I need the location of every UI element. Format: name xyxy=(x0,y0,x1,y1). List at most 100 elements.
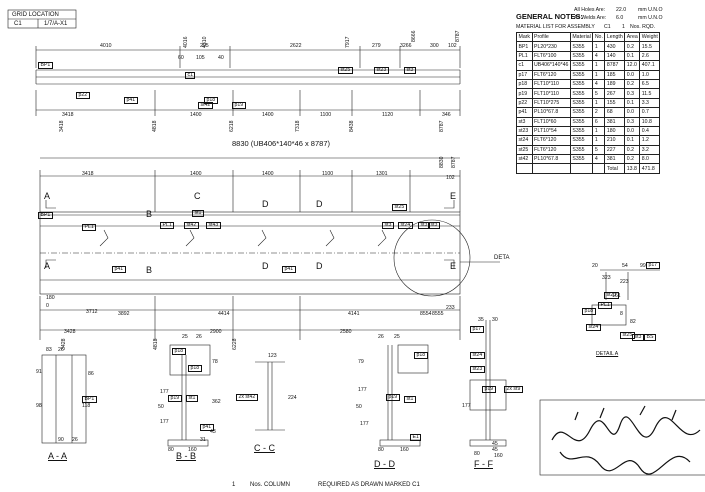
section-letter: D xyxy=(262,199,269,209)
part-mark: st1 xyxy=(186,395,198,403)
material-cell: Mark xyxy=(516,31,533,43)
material-cell: 12.0 xyxy=(624,60,641,71)
dim-label: 161 xyxy=(612,293,621,299)
dim-label: 1400 xyxy=(262,171,274,177)
dim-label: 2900 xyxy=(210,329,222,335)
welds-unit: mm U.N.O xyxy=(638,15,663,21)
material-cell: Profile xyxy=(531,31,571,43)
dim-label: 99 xyxy=(640,263,646,269)
material-cell: p41 xyxy=(516,107,533,118)
part-mark: st23 xyxy=(374,67,389,75)
material-cell: 0.2 xyxy=(624,144,641,156)
material-cell: 1 xyxy=(592,97,606,109)
dim-label: 31 xyxy=(200,437,206,443)
dim-label: 1400 xyxy=(190,171,202,177)
material-cell: 0.4 xyxy=(639,125,661,137)
part-mark: st42 xyxy=(184,222,199,230)
dim-label-vertical: 8787 xyxy=(439,120,445,132)
material-cell: 1 xyxy=(592,41,606,52)
material-cell: p22 xyxy=(516,97,533,109)
material-cell: FLT10*110 xyxy=(531,88,571,99)
part-mark: st25 xyxy=(620,332,635,340)
material-cell: S355 xyxy=(569,41,594,52)
dim-label-vertical: 8787 xyxy=(455,30,461,42)
dim-label: 20 xyxy=(592,263,598,269)
dim-label: 50 xyxy=(158,404,164,410)
dim-label: 323 xyxy=(602,275,611,281)
part-mark: p41 xyxy=(200,424,214,432)
part-mark: BP1 xyxy=(82,396,97,404)
section-aa-title: A - A xyxy=(48,451,68,461)
part-mark: st23 xyxy=(604,292,619,300)
material-cell: 407.1 xyxy=(639,60,661,71)
dim-label: 160 xyxy=(494,453,503,459)
material-cell: 430 xyxy=(604,41,626,52)
material-cell: S355 xyxy=(569,144,594,156)
section-letter: D xyxy=(316,261,323,271)
dim-label: 1301 xyxy=(376,171,388,177)
dim-label: 79 xyxy=(358,359,364,365)
material-cell xyxy=(592,163,606,174)
dim-label: 80 xyxy=(474,451,480,457)
detail-a-title: DETAIL A xyxy=(596,351,619,357)
section-cc-title: C - C xyxy=(254,443,275,453)
dim-label-vertical: 7318 xyxy=(295,120,301,132)
dim-label: 3418 xyxy=(62,112,74,118)
dim-label: 223 xyxy=(620,279,629,285)
part-mark: st24 xyxy=(586,324,601,332)
dim-label-vertical: 8666 xyxy=(411,30,417,42)
dim-label: 86 xyxy=(88,371,94,377)
material-cell: 4 xyxy=(592,78,606,90)
dim-label: 26 xyxy=(58,347,64,353)
dim-label: 80 xyxy=(168,447,174,453)
dim-label: 80 xyxy=(378,447,384,453)
material-cell: 10.8 xyxy=(639,116,661,127)
material-cell: S355 xyxy=(569,50,594,62)
dim-label-vertical: 4818 xyxy=(152,120,158,132)
part-mark: st3 xyxy=(382,222,394,230)
dim-label-vertical: 3418 xyxy=(59,120,65,132)
material-cell: 210 xyxy=(604,135,626,146)
material-cell: 0.0 xyxy=(624,107,641,118)
dim-label: 180 xyxy=(46,295,55,301)
material-cell: st25 xyxy=(516,144,533,156)
part-mark: st3 xyxy=(428,222,440,230)
dim-label: 3892 xyxy=(118,311,130,317)
part-mark: st43 xyxy=(206,222,221,230)
material-cell: S355 xyxy=(569,154,594,165)
dim-label: 279 xyxy=(372,43,381,49)
material-cell: 3.2 xyxy=(639,144,661,156)
material-cell: 140 xyxy=(604,50,626,62)
part-mark: st1 xyxy=(404,396,416,404)
material-cell: 0.2 xyxy=(624,78,641,90)
dim-label: 1100 xyxy=(320,112,332,118)
part-mark: E1 xyxy=(410,434,422,442)
grid-value: 1/7/A-X1 xyxy=(44,21,68,27)
part-mark: st3 xyxy=(418,222,430,230)
dim-label: 1100 xyxy=(322,171,334,177)
dim-label-vertical: 4818 xyxy=(153,338,159,350)
assembly-qty: 1 xyxy=(622,24,625,30)
section-letter: D xyxy=(262,261,269,271)
material-cell: PL1 xyxy=(516,50,533,62)
part-mark: p18 xyxy=(414,352,428,360)
material-cell: PL20*230 xyxy=(531,41,571,52)
material-cell: S355 xyxy=(569,116,594,127)
footer-required: REQUIRED AS DRAWN MARKED C1 xyxy=(318,482,420,488)
material-cell: FLT6*120 xyxy=(531,135,571,146)
part-mark: p18 xyxy=(582,308,596,316)
part-mark: BP1 xyxy=(38,62,53,70)
part-mark: st24 xyxy=(470,352,485,360)
material-cell: 2.6 xyxy=(639,50,661,62)
material-cell: 227 xyxy=(604,144,626,156)
dim-label: 300 xyxy=(430,43,439,49)
material-cell xyxy=(516,163,533,174)
material-cell: 5 xyxy=(592,144,606,156)
material-cell: S355 xyxy=(569,135,594,146)
dim-label: 105 xyxy=(196,55,205,61)
